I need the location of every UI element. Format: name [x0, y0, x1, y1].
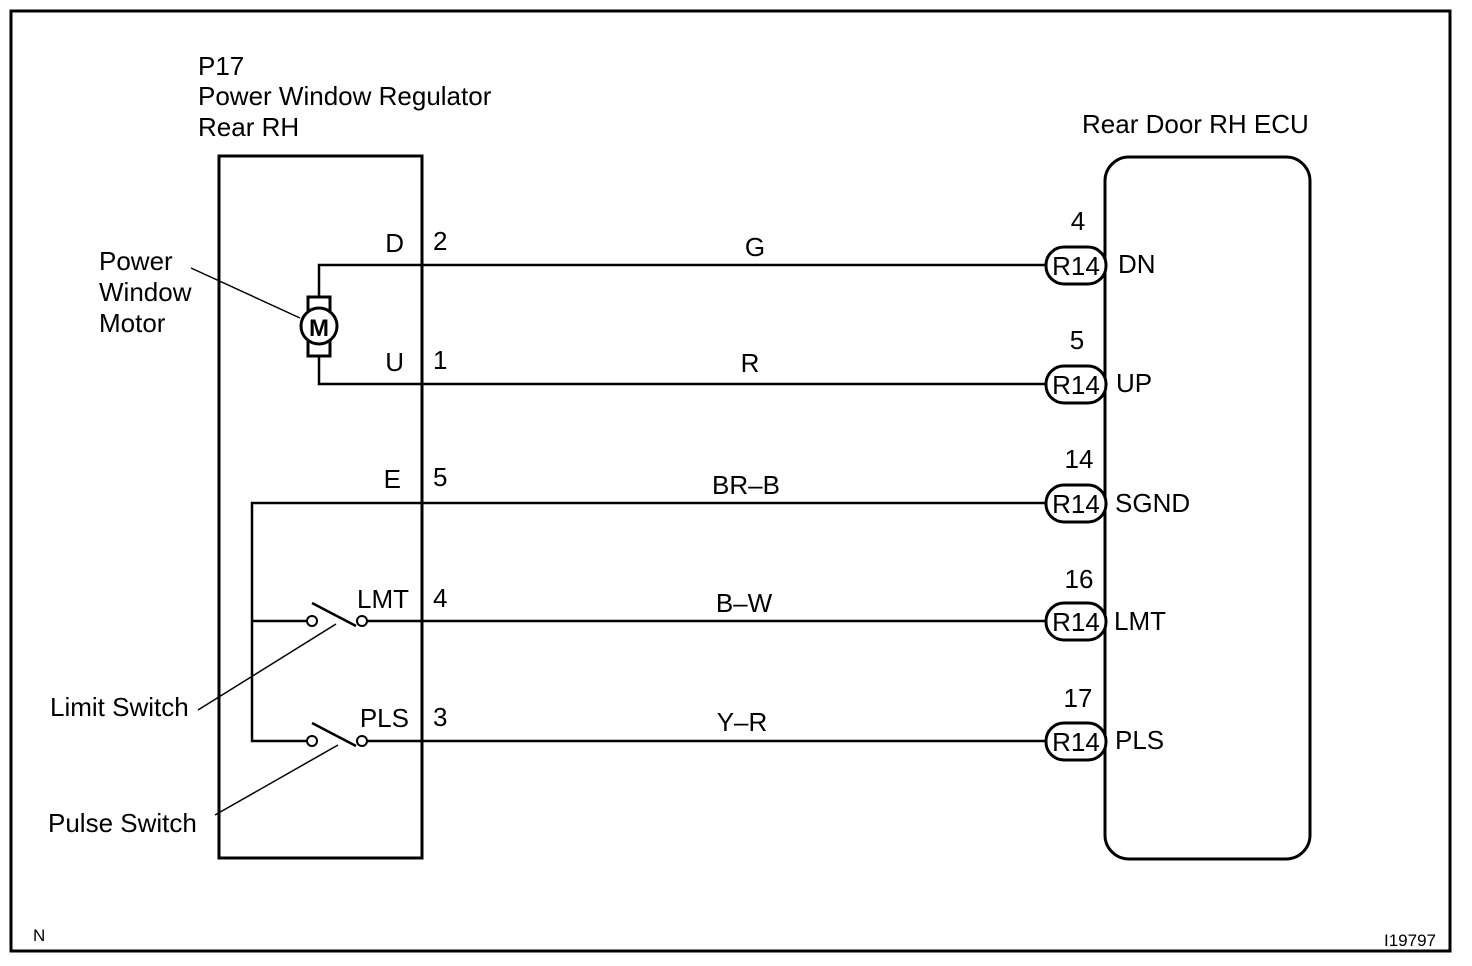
- regulator-pin-number: 1: [433, 345, 447, 375]
- ecu-pin-number: 16: [1065, 564, 1094, 594]
- ecu-pin-label: PLS: [1115, 725, 1164, 755]
- motor-wiring: M: [299, 263, 422, 386]
- limit-switch-label: Limit Switch: [50, 692, 189, 722]
- connector-label: R14: [1052, 489, 1100, 519]
- regulator-pin-number: 3: [433, 702, 447, 732]
- regulator-position: Rear RH: [198, 112, 299, 142]
- motor-label-line3: Motor: [99, 308, 166, 338]
- regulator-box: [217, 154, 424, 860]
- connector-badge-dn: R14: [1044, 245, 1108, 286]
- motor-label-line1: Power: [99, 246, 173, 276]
- ecu-pin-label: SGND: [1115, 488, 1190, 518]
- regulator-pin-number: 5: [433, 462, 447, 492]
- ecu-pin-number: 17: [1064, 683, 1093, 713]
- wire-color-label: BR–B: [712, 470, 780, 500]
- wire-color-label: G: [745, 232, 765, 262]
- connector-badge-pls: R14: [1044, 721, 1108, 762]
- wire-color-label: R: [741, 348, 760, 378]
- regulator-name: Power Window Regulator: [198, 81, 492, 111]
- pulse-switch-label: Pulse Switch: [48, 808, 197, 838]
- wire-color-label: Y–R: [717, 707, 768, 737]
- motor-leader-line: [190, 267, 301, 319]
- regulator-pin-label-e: E: [384, 464, 401, 494]
- connector-badge-lmt: R14: [1044, 601, 1108, 642]
- motor-icon: [299, 306, 339, 346]
- pulse-switch-leader: [214, 744, 339, 816]
- corner-mark: N: [33, 926, 45, 945]
- regulator-code: P17: [198, 51, 244, 81]
- ecu-title: Rear Door RH ECU: [1082, 109, 1309, 139]
- limit-switch-leader: [197, 623, 337, 711]
- limit-switch-icon: [306, 601, 422, 628]
- regulator-pin-label-d: D: [385, 228, 404, 258]
- pulse-switch-icon: [306, 721, 422, 748]
- connector-label: R14: [1052, 370, 1100, 400]
- diagram-frame: [9, 9, 1452, 953]
- connector-badge-up: R14: [1044, 364, 1108, 405]
- ecu-pin-number: 4: [1071, 206, 1085, 236]
- figure-id: I19797: [1384, 931, 1436, 950]
- connector-label: R14: [1052, 607, 1100, 637]
- regulator-pin-number: 2: [433, 226, 447, 256]
- ecu-pin-number: 5: [1070, 325, 1084, 355]
- motor-symbol: M: [309, 315, 329, 342]
- wire-color-label: B–W: [716, 588, 773, 618]
- connector-badge-sgnd: R14: [1044, 483, 1108, 524]
- regulator-pin-label-pls: PLS: [360, 703, 409, 733]
- ecu-pin-number: 14: [1065, 444, 1094, 474]
- regulator-pin-label-lmt: LMT: [357, 584, 409, 614]
- connector-label: R14: [1052, 727, 1100, 757]
- regulator-pin-label-u: U: [385, 347, 404, 377]
- motor-label-line2: Window: [99, 277, 192, 307]
- ecu-pin-label: UP: [1116, 368, 1152, 398]
- ecu-pin-label: DN: [1118, 249, 1156, 279]
- connector-label: R14: [1052, 251, 1100, 281]
- regulator-pin-number: 4: [433, 583, 447, 613]
- switch-common-wiring: [250, 501, 422, 743]
- ecu-pin-label: LMT: [1114, 606, 1166, 636]
